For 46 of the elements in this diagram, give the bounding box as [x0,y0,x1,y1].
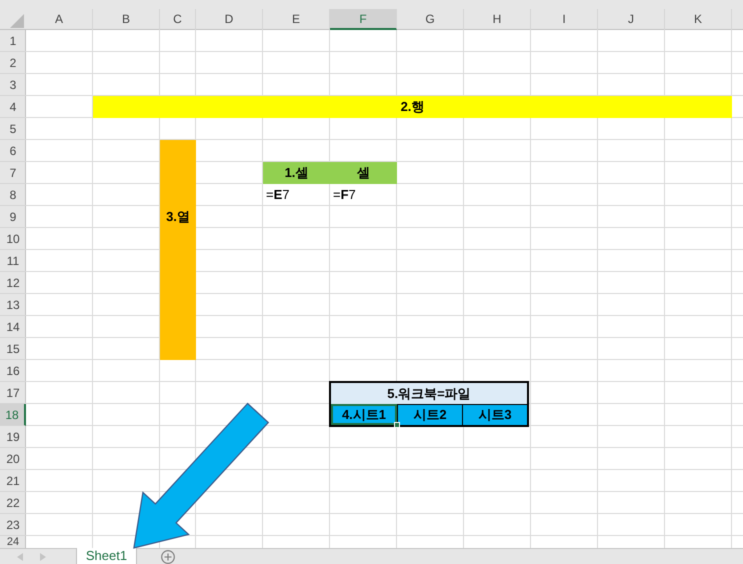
row-header: 18 [0,404,26,426]
cell-text: =E7 [266,186,290,204]
column-header: B [93,9,160,30]
column-header: C [160,9,196,30]
row-header: 5 [0,118,26,140]
row-header: 16 [0,360,26,382]
row-header: 24 [6,536,20,548]
row-header: 19 [0,426,26,448]
sheet-cell: 시트2 [397,404,462,425]
row-header: 6 [0,140,26,162]
highlighted-cell: 셀 [330,162,397,184]
row-header: 3 [0,74,26,96]
sheet-cell: 4.시트1 [331,404,397,425]
row-header: 15 [0,338,26,360]
table-title: 5.워크북=파일 [386,385,472,403]
column-header: K [665,9,732,30]
column-header: I [531,9,598,30]
row-header: 12 [0,272,26,294]
column-header: G [397,9,464,30]
row-header: 1 [0,30,26,52]
row-header: 8 [0,184,26,206]
row-header: 9 [0,206,26,228]
row-header: 20 [0,448,26,470]
row-header: 21 [0,470,26,492]
block-arrow [133,402,270,549]
sheet-tab: Sheet1 [76,548,137,564]
column-header: J [598,9,665,30]
workbook-table [329,381,529,427]
cell-text: =F7 [333,186,357,204]
row-header: 4 [0,96,26,118]
column-header: H [464,9,531,30]
row-header: 14 [0,316,26,338]
row-header: 7 [0,162,26,184]
highlighted-cell: 1.셀 [263,162,330,184]
row-header: 23 [0,514,26,536]
row-header: 10 [0,228,26,250]
row-header: 22 [0,492,26,514]
column-header: A [26,9,93,30]
row-highlight: 2.행 [93,96,732,118]
sheet-cell: 시트3 [462,404,527,425]
row-header: 2 [0,52,26,74]
row-header: 13 [0,294,26,316]
column-highlight: 3.열 [160,140,196,360]
row-header: 11 [0,250,26,272]
column-header: D [196,9,263,30]
column-header: F [330,9,397,30]
